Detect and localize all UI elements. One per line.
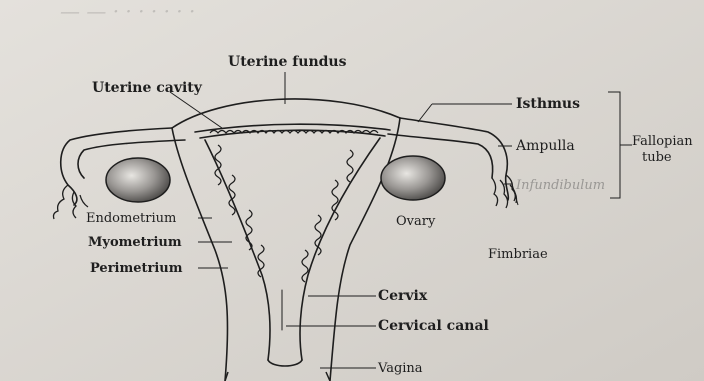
- label-fimbriae: Fimbriae: [488, 247, 548, 262]
- label-fallopian-line1: Fallopian: [632, 134, 693, 149]
- bleed-through-text: — — · · · · · · ·: [60, 0, 195, 23]
- label-vagina: Vagina: [377, 361, 423, 376]
- label-endometrium: Endometrium: [86, 211, 176, 226]
- label-ovary: Ovary: [396, 214, 436, 229]
- label-cervical-canal: Cervical canal: [378, 318, 489, 334]
- label-perimetrium: Perimetrium: [90, 261, 183, 276]
- label-fallopian-line2: tube: [642, 150, 672, 165]
- label-uterine-fundus: Uterine fundus: [228, 54, 347, 70]
- label-uterine-cavity: Uterine cavity: [92, 80, 203, 96]
- label-isthmus: Isthmus: [516, 96, 580, 112]
- label-cervix: Cervix: [378, 288, 428, 304]
- right-ovary: [381, 156, 445, 200]
- label-ampulla: Ampulla: [515, 138, 575, 154]
- left-ovary: [106, 158, 170, 202]
- label-infundibulum: Infundibulum: [515, 178, 605, 193]
- label-myometrium: Myometrium: [88, 235, 182, 250]
